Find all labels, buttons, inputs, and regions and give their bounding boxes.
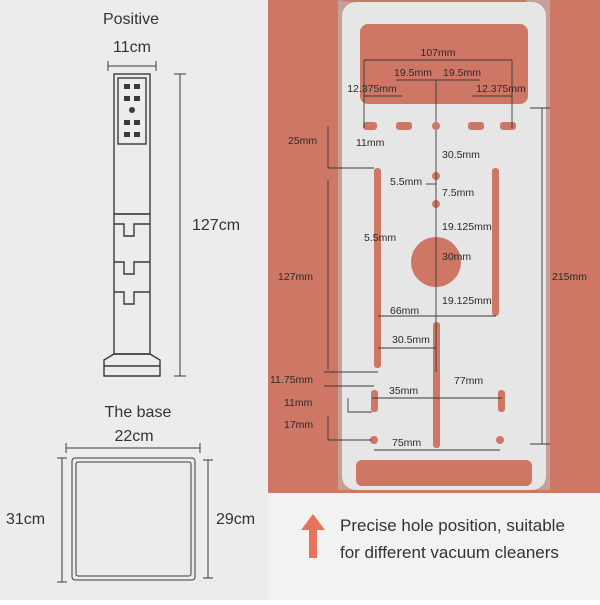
dim-35mm: 35mm — [389, 385, 418, 397]
stand-foot — [103, 353, 161, 377]
dim-30-5mm-lower: 30.5mm — [392, 334, 430, 346]
dim-30-5mm-top: 30.5mm — [442, 149, 480, 161]
dim-75mm: 75mm — [392, 437, 421, 449]
base-right-depth-label: 29cm — [216, 511, 255, 528]
dim-19-5mm-right: 19.5mm — [443, 67, 481, 79]
column-holes — [124, 84, 140, 137]
dim-66mm: 66mm — [390, 305, 419, 317]
stand-drawing: Positive 11cm 127cm The base 22cm 31cm 2… — [6, 11, 255, 583]
dim-19-5mm-left: 19.5mm — [394, 67, 432, 79]
dimensions-panel: Positive 11cm 127cm The base 22cm 31cm 2… — [0, 0, 268, 600]
caption-line-1: Precise hole position, suitable — [340, 516, 565, 535]
height-label: 127cm — [192, 217, 240, 234]
dim-11mm-top: 11mm — [356, 137, 385, 149]
dim-11mm-bottom: 11mm — [284, 397, 313, 409]
feature-caption: Precise hole position, suitable for diff… — [340, 512, 590, 566]
dim-7-5mm: 7.5mm — [442, 187, 474, 199]
dim-127mm: 127mm — [278, 271, 313, 283]
up-arrow-icon — [301, 514, 325, 558]
base-plate-outline — [71, 457, 196, 581]
base-width-label: 22cm — [114, 428, 153, 445]
caption-line-2: for different vacuum cleaners — [340, 543, 559, 562]
dim-5-5mm-horizontal: 5.5mm — [390, 176, 422, 188]
dim-19-125mm-upper: 19.125mm — [442, 221, 492, 233]
base-title: The base — [105, 404, 172, 421]
dim-107mm: 107mm — [420, 47, 455, 59]
dim-215mm: 215mm — [552, 271, 587, 283]
base-left-depth-label: 31cm — [6, 511, 45, 528]
dim-11-75mm: 11.75mm — [270, 374, 313, 386]
hole-plate-drawing: 107mm 19.5mm 19.5mm 12.375mm 12.375mm 25… — [268, 0, 600, 493]
dim-12-375mm-right: 12.375mm — [476, 83, 526, 95]
dim-30mm-diameter: 30mm — [442, 251, 471, 263]
stand-lower-column — [113, 213, 151, 355]
dim-5-5mm-vertical: 5.5mm — [364, 232, 396, 244]
dim-19-125mm-lower: 19.125mm — [442, 295, 492, 307]
dim-25mm: 25mm — [288, 135, 317, 147]
positive-title: Positive — [103, 11, 159, 28]
width-label: 11cm — [113, 39, 151, 56]
hole-position-panel: 107mm 19.5mm 19.5mm 12.375mm 12.375mm 25… — [268, 0, 600, 600]
dim-12-375mm-left: 12.375mm — [347, 83, 397, 95]
dim-17mm: 17mm — [284, 419, 313, 431]
dim-77mm: 77mm — [454, 375, 483, 387]
